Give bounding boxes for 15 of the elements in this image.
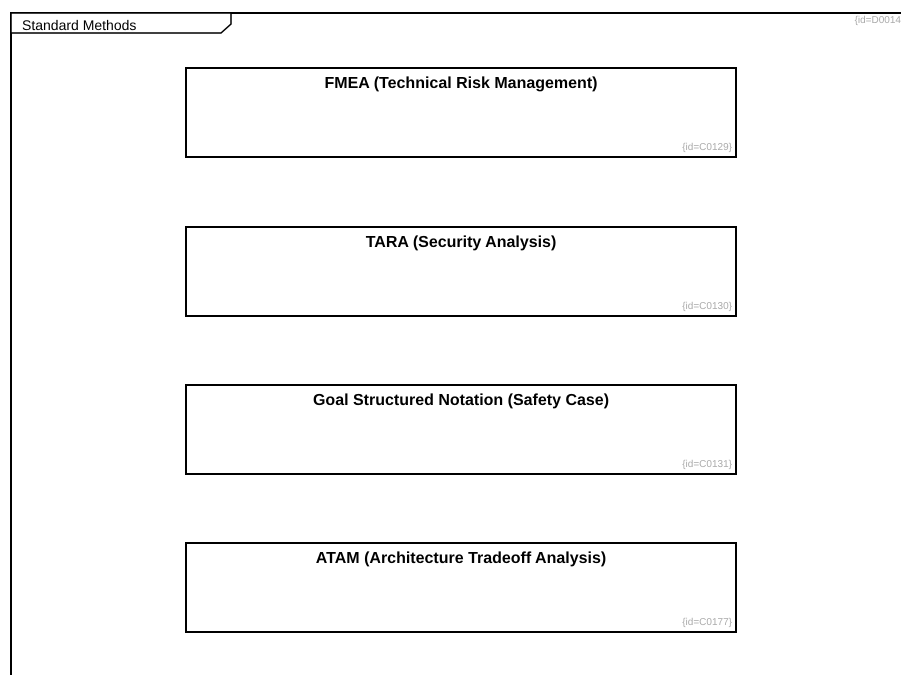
block-title: TARA (Security Analysis) <box>364 234 558 252</box>
id-tag: {id=C0177} <box>682 617 732 628</box>
id-tag: {id=C0130} <box>682 301 732 312</box>
block-title: FMEA (Technical Risk Management) <box>324 75 598 93</box>
block-title: Goal Structured Notation (Safety Case) <box>312 392 610 410</box>
package-frame <box>10 12 901 675</box>
package-title: Standard Methods <box>22 16 136 34</box>
block-box <box>185 542 737 633</box>
id-tag: {id=C0129} <box>682 142 732 153</box>
block-title: ATAM (Architecture Tradeoff Analysis) <box>314 550 608 568</box>
id-tag: {id=C0131} <box>682 459 732 470</box>
block-box <box>185 384 737 475</box>
block-box <box>185 67 737 158</box>
block-box <box>185 226 737 317</box>
id-tag: {id=D0014 <box>854 15 901 26</box>
